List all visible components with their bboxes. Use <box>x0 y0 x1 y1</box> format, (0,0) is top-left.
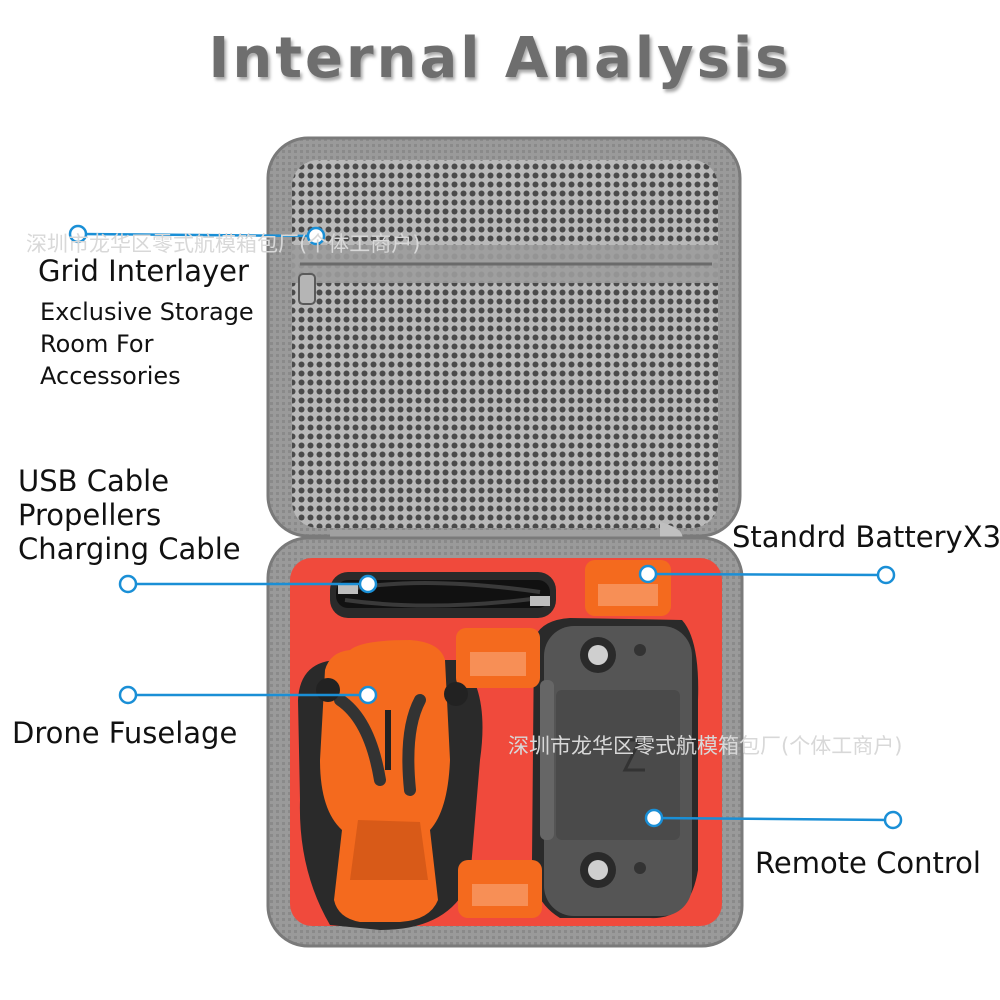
watermark-left: 深圳市龙华区零式航模箱包厂(个体工商户) <box>26 232 421 256</box>
battery-label: Standrd BatteryX3 <box>732 520 1000 554</box>
remote-controller <box>540 626 692 916</box>
grid-desc-line-1: Exclusive Storage <box>40 298 254 326</box>
callout-dot <box>358 685 378 705</box>
watermark-right: 深圳市龙华区零式航模箱包厂(个体工商户) <box>508 734 903 758</box>
callout-dot <box>883 810 903 830</box>
grid-interlayer-label: Grid Interlayer <box>38 254 249 288</box>
remote-control-label: Remote Control <box>755 846 981 880</box>
callout-dot <box>644 808 664 828</box>
page-title: Internal Analysis <box>208 26 792 91</box>
battery-middle <box>456 628 540 688</box>
battery-top-right <box>585 560 671 616</box>
case-lid <box>266 136 742 538</box>
grid-desc-line-3: Accessories <box>40 362 181 390</box>
callout-dot <box>306 226 326 246</box>
callout-dot <box>68 224 88 244</box>
charging-cable-label: Charging Cable <box>18 532 241 566</box>
zipper-pull-icon <box>298 273 316 305</box>
callout-dot <box>358 574 378 594</box>
usb-cable-label: USB Cable <box>18 464 170 498</box>
drone-fuselage-label: Drone Fuselage <box>12 716 238 750</box>
callout-lines <box>68 224 903 830</box>
propellers-label: Propellers <box>18 498 162 532</box>
callout-dot <box>876 565 896 585</box>
battery-bottom <box>458 860 542 918</box>
grid-desc-line-2: Room For <box>40 330 154 358</box>
callout-dot <box>118 685 138 705</box>
callout-dot <box>118 574 138 594</box>
callout-dot <box>638 564 658 584</box>
